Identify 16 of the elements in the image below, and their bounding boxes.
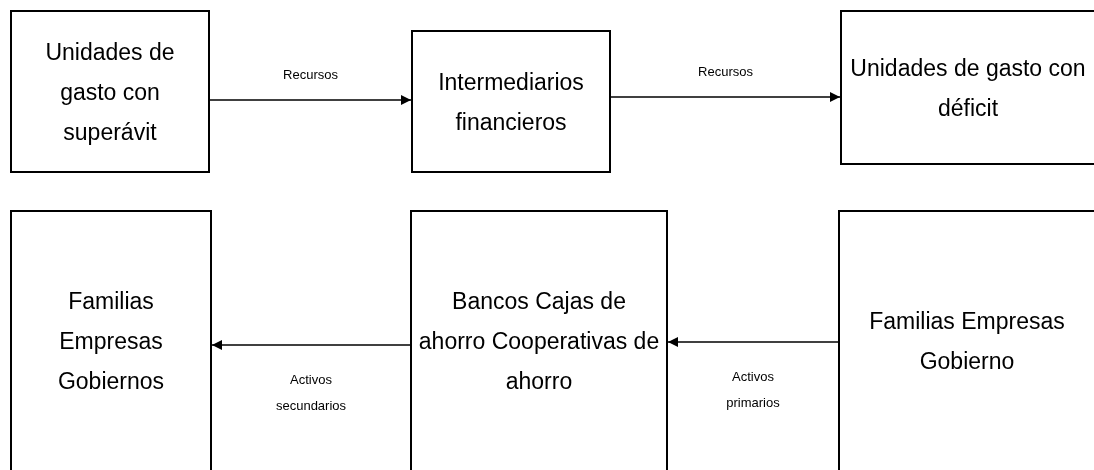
box-text: Unidades de gasto con superávit bbox=[44, 37, 176, 147]
box-text: Familias Empresas Gobierno bbox=[868, 307, 1066, 376]
arrow bbox=[610, 92, 841, 102]
text-box bbox=[838, 210, 1094, 470]
arrow bbox=[209, 95, 412, 105]
text-box bbox=[840, 10, 1094, 165]
text-box bbox=[10, 10, 210, 173]
arrow bbox=[211, 340, 411, 350]
box-text: Intermediarios financieros bbox=[437, 67, 585, 137]
text-box bbox=[410, 210, 668, 470]
box-text: Bancos Cajas de ahorro Cooperativas de ahorro bbox=[418, 287, 660, 396]
text-box bbox=[10, 210, 212, 470]
arrow bbox=[667, 337, 839, 347]
box-text: Familias Empresas Gobiernos bbox=[56, 287, 166, 396]
box-text: Unidades de gasto con déficit bbox=[849, 53, 1087, 123]
text-box bbox=[411, 30, 611, 173]
